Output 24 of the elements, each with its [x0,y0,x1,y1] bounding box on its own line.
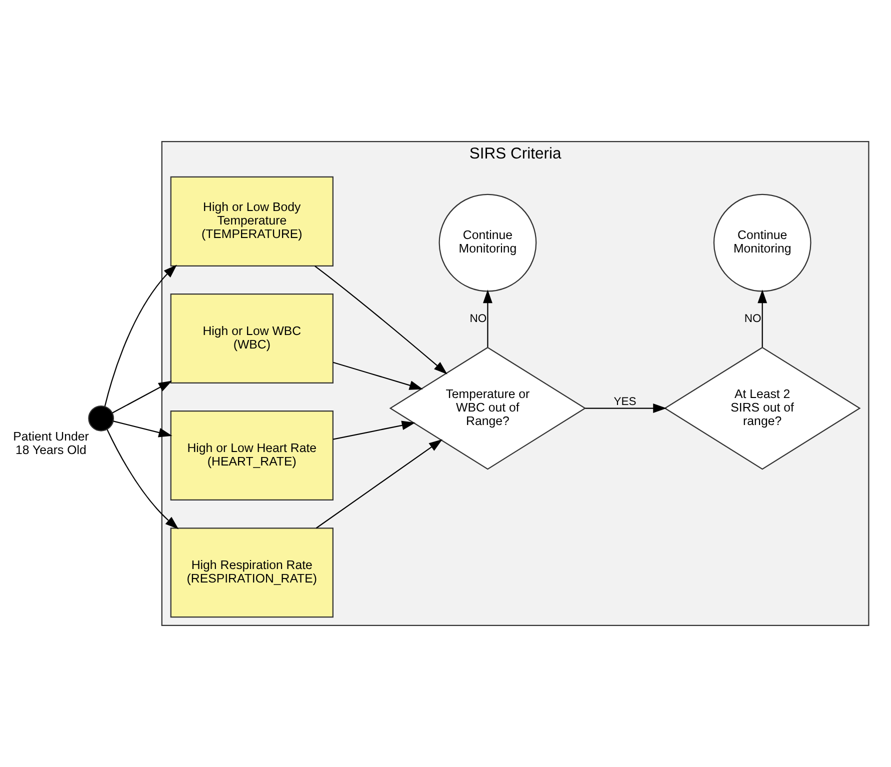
arrow [316,439,442,529]
arrow [482,290,492,348]
node-box: High or Low WBC (WBC) [170,293,334,384]
node-diamond: At Least 2 SIRS out of range? [664,346,861,470]
node-box: High or Low Heart Rate (HEART_RATE) [170,410,334,501]
node-box: High Respiration Rate (RESPIRATION_RATE) [170,528,334,618]
edge-label: NO [744,313,762,326]
arrow [332,420,416,440]
arrow [758,290,768,348]
node-box: High or Low Body Temperature (TEMPERATURE) [170,176,334,266]
arrow [112,380,172,414]
edge-label: NO [470,313,487,326]
node-circle: Continue Monitoring [713,194,812,292]
arrow [585,404,667,413]
node-circle: Continue Monitoring [438,194,537,292]
edge-label: YES [614,396,636,408]
arrow [113,420,172,438]
arrow [332,362,423,390]
arrow [104,264,177,407]
arrow [314,266,448,374]
arrow [106,429,179,530]
node-label: Patient Under 18 Years Old [13,430,89,458]
node-circle [88,405,114,432]
node-diamond: Temperature or WBC out of Range? [389,346,586,470]
